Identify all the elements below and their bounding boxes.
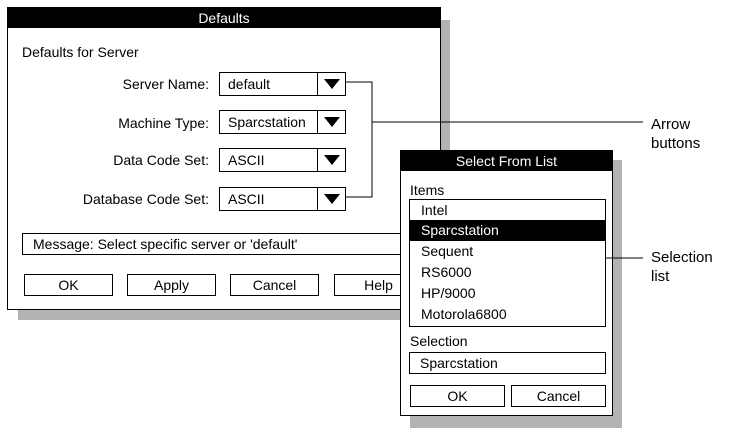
list-item[interactable]: HP/9000 (421, 285, 476, 301)
items-listbox[interactable]: Intel Sparcstation Sequent RS6000 HP/900… (409, 199, 606, 327)
down-arrow-icon (324, 155, 340, 165)
items-label: Items (410, 182, 445, 198)
callout-text: list (651, 268, 670, 285)
callout-text: Arrow (651, 116, 691, 133)
server-name-arrow-button[interactable] (317, 73, 345, 95)
list-item[interactable]: RS6000 (421, 264, 472, 280)
apply-button[interactable]: Apply (127, 274, 216, 296)
data-code-set-label: Data Code Set: (113, 152, 209, 168)
callout-text: Selection (651, 249, 713, 266)
server-name-label: Server Name: (122, 76, 209, 92)
database-code-set-label: Database Code Set: (82, 191, 209, 207)
cancel-button[interactable]: Cancel (230, 274, 319, 296)
select-cancel-button[interactable]: Cancel (511, 385, 606, 407)
defaults-window-title: Defaults (8, 8, 440, 28)
ok-button[interactable]: OK (24, 274, 113, 296)
machine-type-arrow-button[interactable] (317, 111, 345, 133)
database-code-set-combo[interactable]: ASCII (219, 187, 346, 211)
database-code-set-arrow-button[interactable] (317, 188, 345, 210)
list-item[interactable]: Motorola6800 (421, 306, 507, 322)
arrow-buttons-callout: Arrow buttons (651, 115, 700, 153)
data-code-set-arrow-button[interactable] (317, 149, 345, 171)
selection-field[interactable]: Sparcstation (409, 352, 606, 374)
select-from-list-window: Select From List Items Intel Sparcstatio… (400, 150, 613, 416)
data-code-set-value: ASCII (228, 152, 265, 168)
defaults-window: Defaults Defaults for Server Server Name… (7, 7, 441, 310)
selection-list-callout: Selection list (651, 248, 713, 286)
selection-label: Selection (410, 333, 468, 349)
server-name-combo[interactable]: default (219, 72, 346, 96)
list-item[interactable]: Sequent (421, 243, 474, 259)
list-item[interactable]: Intel (421, 202, 448, 218)
down-arrow-icon (324, 79, 340, 89)
machine-type-value: Sparcstation (228, 114, 306, 130)
machine-type-label: Machine Type: (118, 115, 209, 131)
select-window-title: Select From List (401, 151, 612, 171)
list-item-selected[interactable]: Sparcstation (410, 220, 605, 241)
data-code-set-combo[interactable]: ASCII (219, 148, 346, 172)
select-ok-button[interactable]: OK (410, 385, 505, 407)
defaults-heading: Defaults for Server (22, 44, 139, 60)
down-arrow-icon (324, 194, 340, 204)
machine-type-combo[interactable]: Sparcstation (219, 110, 346, 134)
message-field: Message: Select specific server or 'defa… (22, 233, 434, 255)
down-arrow-icon (324, 117, 340, 127)
server-name-value: default (228, 76, 271, 92)
callout-text: buttons (651, 135, 701, 152)
database-code-set-value: ASCII (228, 191, 265, 207)
